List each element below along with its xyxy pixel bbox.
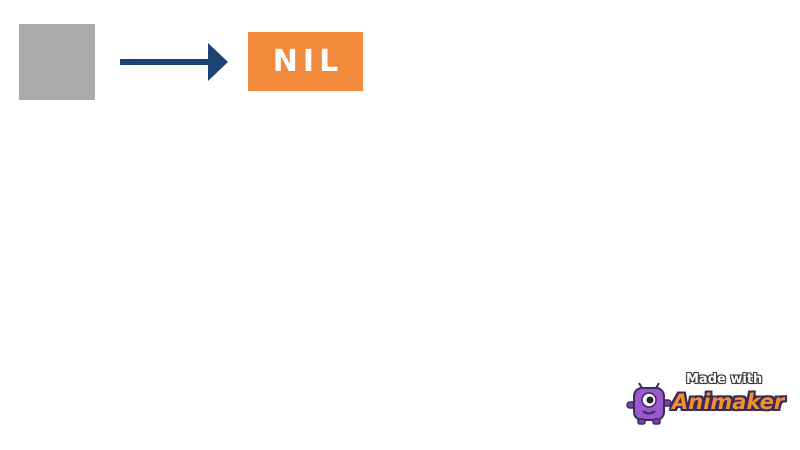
result-box: NIL bbox=[248, 32, 363, 91]
watermark-caption: Made with bbox=[686, 372, 763, 387]
source-box bbox=[19, 24, 95, 100]
animaker-mascot-icon bbox=[626, 382, 672, 425]
right-arrow-icon bbox=[120, 43, 228, 81]
watermark-brand: Animaker bbox=[672, 390, 785, 414]
animaker-watermark: Made with Animaker bbox=[626, 368, 784, 426]
result-label: NIL bbox=[272, 44, 344, 79]
